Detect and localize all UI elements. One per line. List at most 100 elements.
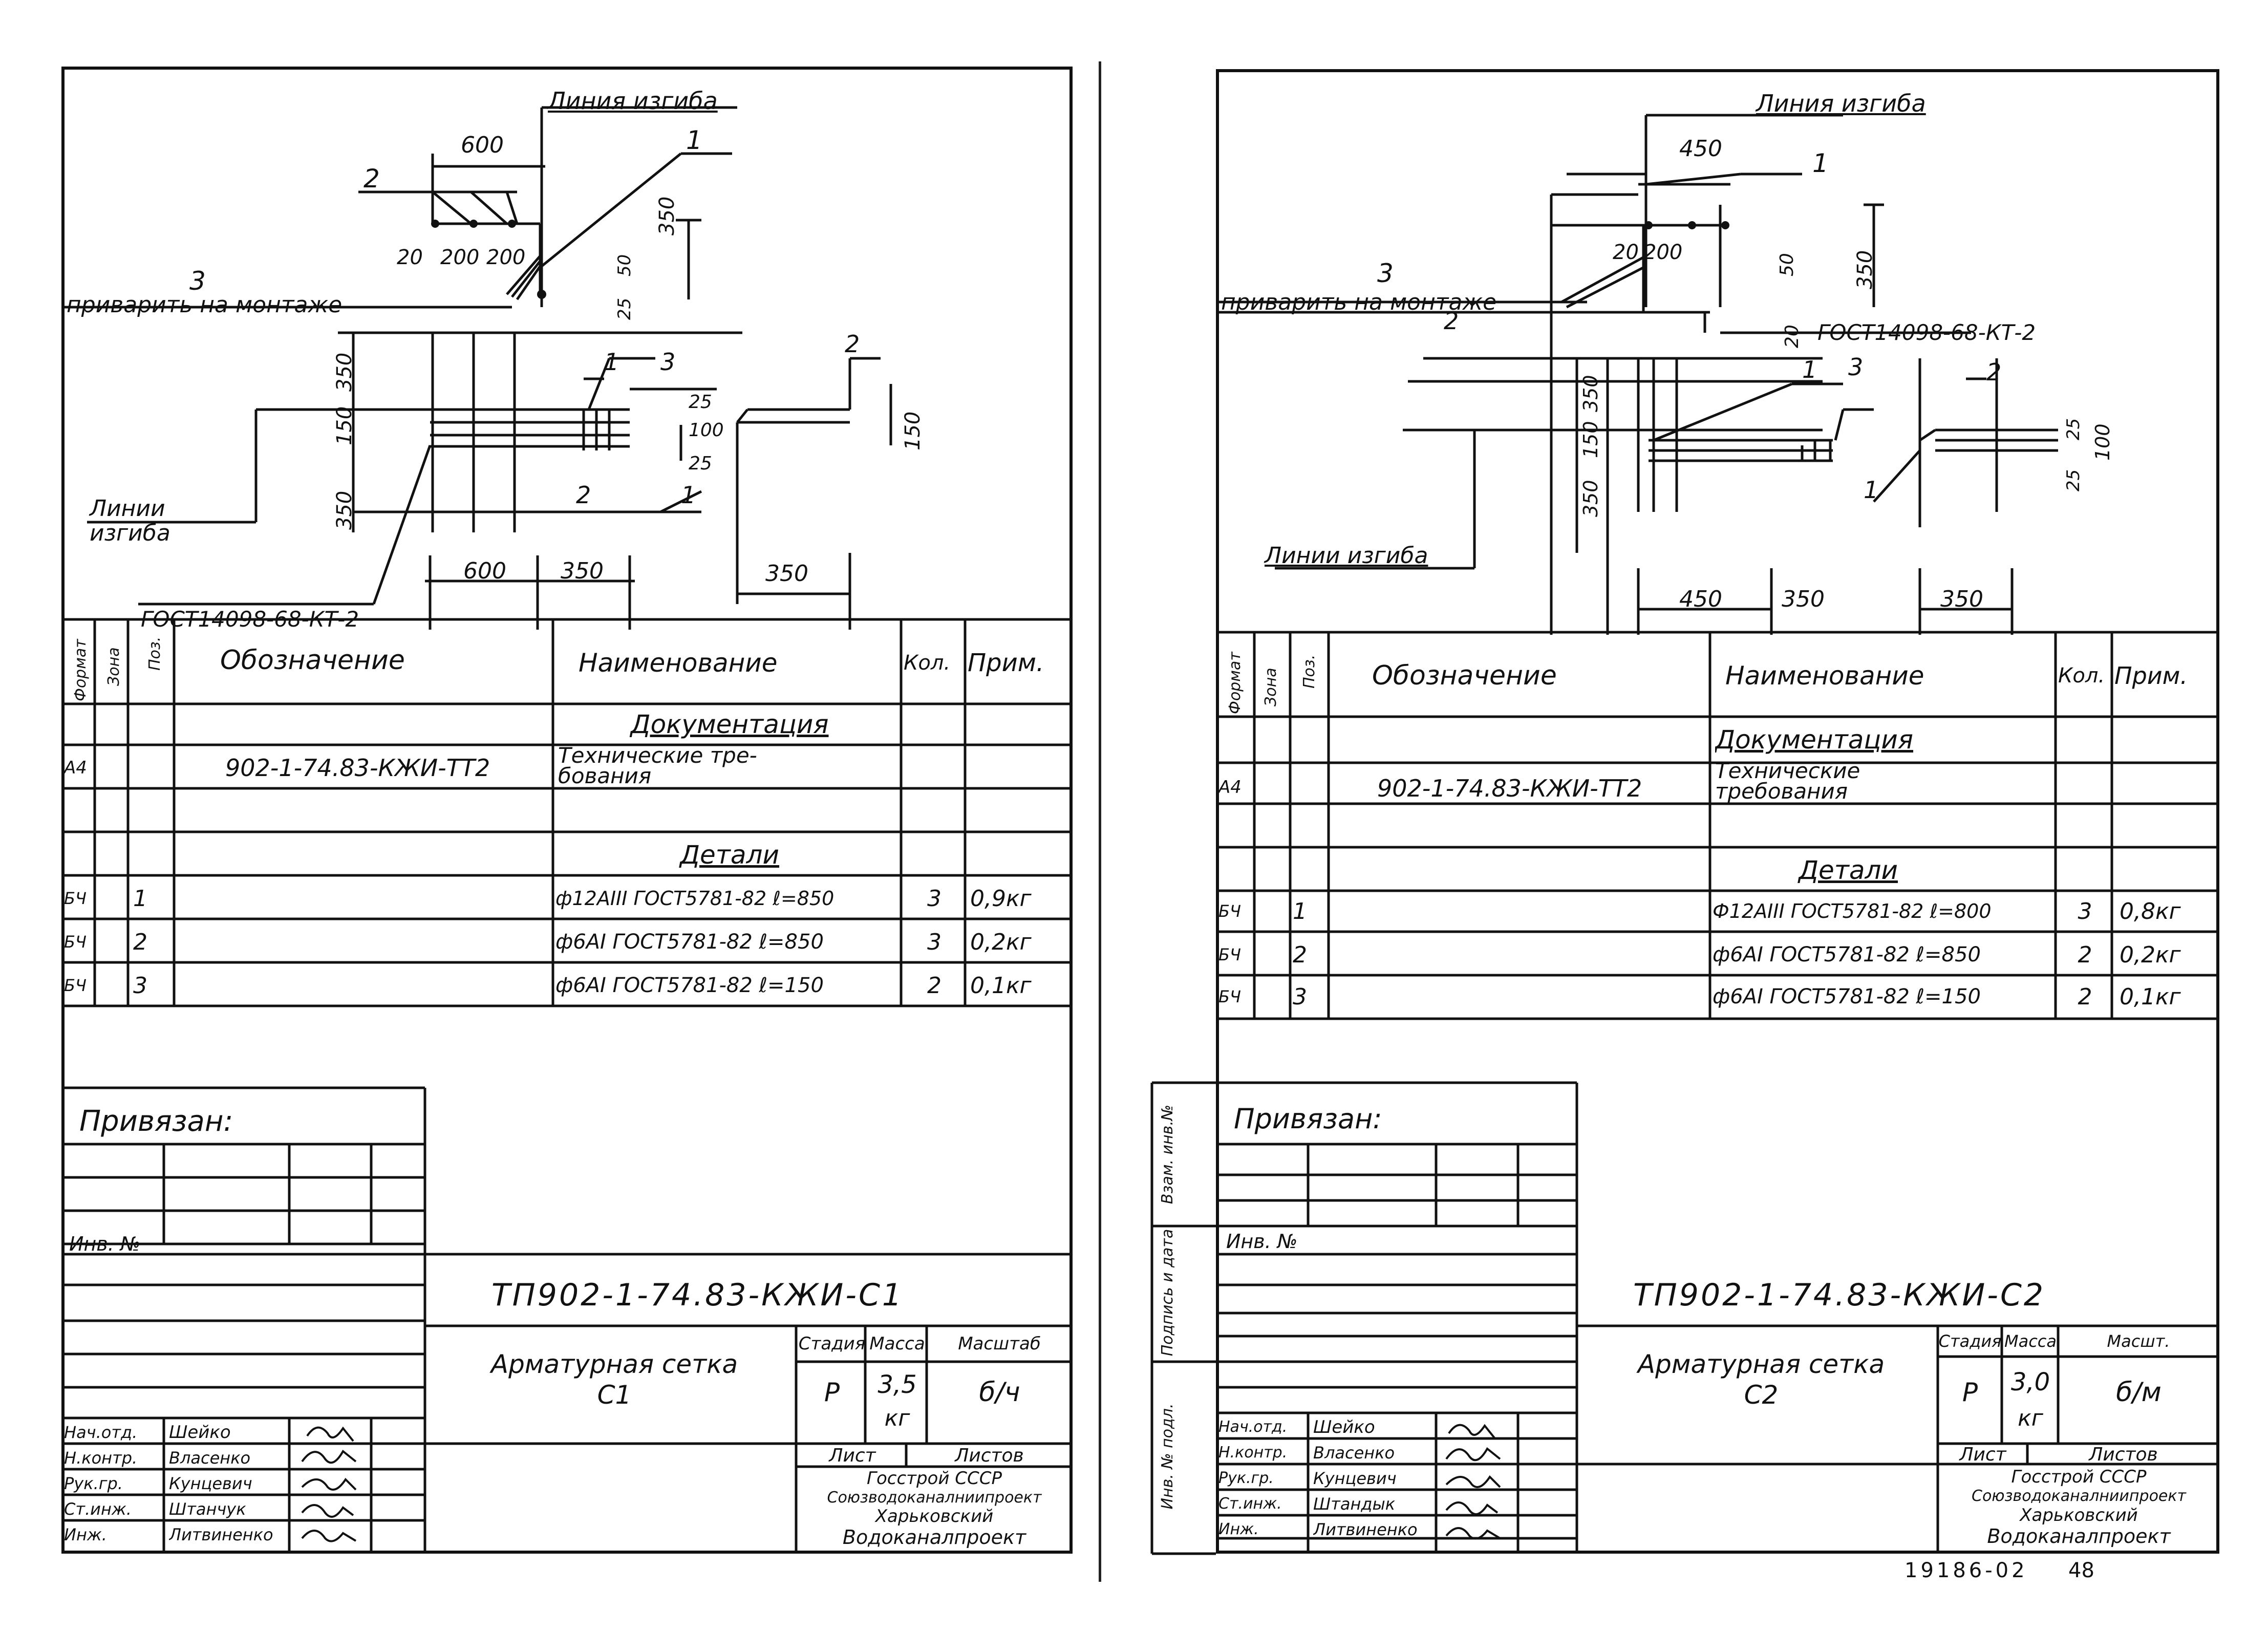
mass-unit: кг bbox=[884, 1405, 910, 1431]
part-row-1-qty: 3 bbox=[927, 885, 942, 912]
stage-value-2: Р bbox=[1962, 1378, 1978, 1407]
part2-row-3-pos: 3 bbox=[1293, 983, 1307, 1010]
org-line2: Союзводоканалниипроект bbox=[827, 1488, 1042, 1507]
signature-1 bbox=[306, 1426, 354, 1442]
bend-line-label: Линия изгиба bbox=[548, 87, 718, 115]
part-row-2-qty: 3 bbox=[927, 929, 942, 955]
bend-lines-label: Линии изгиба bbox=[90, 496, 170, 546]
signer-5-role: Инж. bbox=[64, 1524, 107, 1544]
dim-350-bottom: 350 bbox=[561, 558, 604, 584]
pos1-right-callout-2: 1 bbox=[1864, 476, 1879, 504]
spec-header-qty: Кол. bbox=[904, 651, 951, 675]
doc-row-name-2-2: требования bbox=[1715, 778, 1848, 804]
signer-5-name: Литвиненко bbox=[169, 1524, 273, 1544]
part-row-1-note: 0,9кг bbox=[970, 885, 1032, 912]
part2-row-1-note: 0,8кг bbox=[2120, 898, 2181, 925]
privyazan-label-2: Привязан: bbox=[1234, 1102, 1382, 1135]
part2-row-1-pos: 1 bbox=[1293, 898, 1307, 925]
part2-row-2-format: БЧ bbox=[1218, 945, 1241, 964]
pos1-callout: 1 bbox=[686, 125, 702, 155]
part2-row-1-format: БЧ bbox=[1218, 901, 1241, 921]
title-line2: С1 bbox=[597, 1380, 632, 1410]
spec2-header-name: Наименование bbox=[1725, 661, 1924, 691]
footer-page: 48 bbox=[2068, 1559, 2094, 1582]
scale-value: б/ч bbox=[979, 1377, 1020, 1408]
scale-label: Масштаб bbox=[958, 1334, 1041, 1354]
signer2-5-name: Литвиненко bbox=[1313, 1519, 1418, 1539]
org2-line3: Харьковский bbox=[2020, 1505, 2138, 1525]
bend-line-label-2: Линия изгиба bbox=[1756, 90, 1926, 117]
signature2-1 bbox=[1448, 1424, 1496, 1439]
dim-20-2: 20 bbox=[1613, 241, 1639, 264]
signer-3-name: Кунцевич bbox=[169, 1473, 252, 1493]
signature2-2 bbox=[1445, 1447, 1501, 1462]
pos2-right-callout: 2 bbox=[845, 330, 860, 358]
signer-3-role: Рук.гр. bbox=[64, 1473, 123, 1493]
dim-350-bottom-2: 350 bbox=[1782, 586, 1825, 612]
signature2-5 bbox=[1445, 1527, 1501, 1540]
sheet-label: Лист bbox=[829, 1445, 876, 1466]
stage-label-2: Стадия bbox=[1939, 1331, 2001, 1351]
part2-row-2-name: ф6АI ГОСТ5781-82 ℓ=850 bbox=[1713, 943, 1981, 966]
dim-600-bottom: 600 bbox=[463, 558, 506, 584]
sheet-c1 bbox=[61, 67, 1073, 1554]
spec2-header-qty: Кол. bbox=[2058, 664, 2105, 687]
part2-row-2-pos: 2 bbox=[1293, 941, 1307, 968]
pos2-callout-2: 2 bbox=[1444, 307, 1459, 335]
part2-row-1-name: Ф12АIII ГОСТ5781-82 ℓ=800 bbox=[1713, 900, 1992, 922]
dim-25-b: 25 bbox=[689, 453, 712, 474]
part2-row-2-note: 0,2кг bbox=[2120, 941, 2181, 968]
weld-note-label: приварить на монтаже bbox=[67, 292, 343, 318]
gost-weld-label: ГОСТ14098-68-КТ-2 bbox=[141, 607, 359, 632]
sheets-label: Листов bbox=[955, 1445, 1024, 1466]
dim-450-top-2: 450 bbox=[1679, 136, 1722, 162]
signer2-4-role: Ст.инж. bbox=[1218, 1495, 1282, 1513]
sheet-label-2: Лист bbox=[1959, 1445, 2006, 1464]
signature2-4 bbox=[1445, 1501, 1499, 1515]
gost-weld-label-2: ГОСТ14098-68-КТ-2 bbox=[1817, 320, 2036, 345]
doc-row-name-1-2: Технические bbox=[1715, 758, 1860, 783]
mass-label-2: Масса bbox=[2004, 1331, 2057, 1351]
signature2-3 bbox=[1445, 1475, 1501, 1488]
doc-row-name-1: Технические тре- bbox=[558, 742, 757, 768]
bend-lines-label-2: Линии изгиба bbox=[1265, 543, 1428, 569]
signer-2-role: Н.контр. bbox=[64, 1448, 138, 1468]
doc-code-2: ТП902-1-74.83-КЖИ-С2 bbox=[1633, 1277, 2046, 1313]
section-parts-label-2: Детали bbox=[1798, 855, 1898, 885]
dim-25-a: 25 bbox=[689, 392, 712, 413]
part-row-2-note: 0,2кг bbox=[970, 929, 1032, 955]
part2-row-3-format: БЧ bbox=[1218, 987, 1241, 1006]
part-row-2-format: БЧ bbox=[64, 932, 87, 952]
signer2-5-role: Инж. bbox=[1218, 1520, 1259, 1538]
part-row-3-name: ф6АI ГОСТ5781-82 ℓ=150 bbox=[555, 974, 824, 997]
spec-header-name: Наименование bbox=[579, 648, 778, 678]
sheet-c2 bbox=[1216, 69, 2219, 1554]
part-row-1-name: ф12АIII ГОСТ5781-82 ℓ=850 bbox=[555, 887, 835, 910]
signer2-1-role: Нач.отд. bbox=[1218, 1418, 1288, 1436]
scale-value-2: б/м bbox=[2116, 1377, 2162, 1408]
title-line2-2: С2 bbox=[1744, 1380, 1779, 1410]
pos1-callout-2: 1 bbox=[1812, 148, 1829, 178]
title-line1: Арматурная сетка bbox=[490, 1349, 738, 1379]
spec2-header-designation: Обозначение bbox=[1372, 660, 1557, 691]
org-line4: Водоканалпроект bbox=[842, 1525, 1026, 1549]
stage-label: Стадия bbox=[799, 1334, 865, 1354]
part-row-3-pos: 3 bbox=[133, 972, 147, 999]
pos2-right-callout-2: 2 bbox=[1986, 358, 2002, 386]
inv-no-label: Инв. № bbox=[69, 1233, 141, 1255]
org2-line1: Госстрой СССР bbox=[2011, 1467, 2147, 1487]
part-row-2-pos: 2 bbox=[133, 929, 147, 955]
pos2-plan-callout: 2 bbox=[576, 481, 591, 509]
spec2-header-note: Прим. bbox=[2114, 662, 2188, 690]
section-docs-label-2: Документация bbox=[1715, 725, 1913, 755]
spec-header-designation: Обозначение bbox=[220, 645, 405, 676]
dim-350-right-2: 350 bbox=[1940, 586, 1983, 612]
part2-row-2-qty: 2 bbox=[2078, 941, 2092, 968]
dim-100: 100 bbox=[689, 420, 724, 441]
scale-label-2: Масшт. bbox=[2107, 1331, 2170, 1351]
mass-unit-2: кг bbox=[2018, 1405, 2043, 1431]
signer2-1-name: Шейко bbox=[1313, 1416, 1375, 1437]
org-line1: Госстрой СССР bbox=[867, 1468, 1002, 1489]
